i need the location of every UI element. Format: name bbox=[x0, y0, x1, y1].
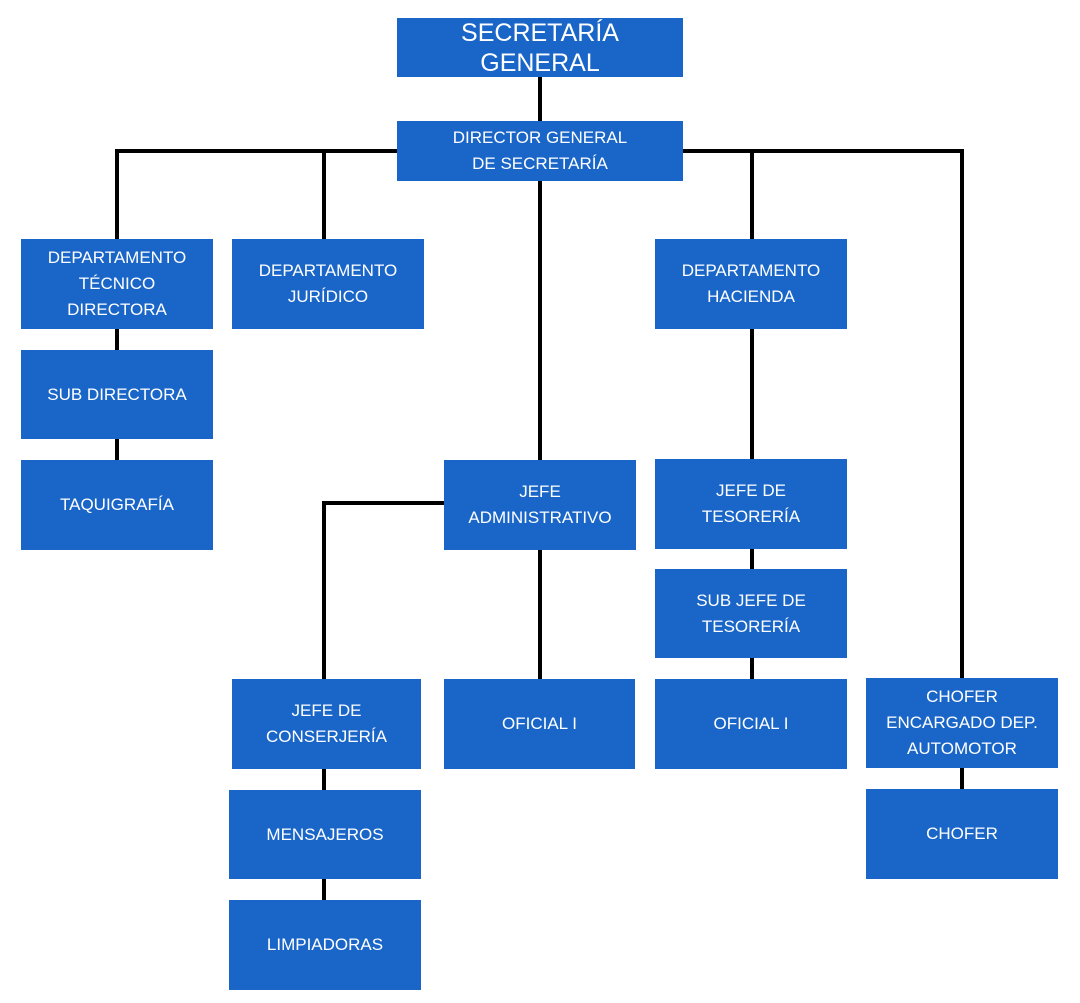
node-label: DIRECTOR GENERAL DE SECRETARÍA bbox=[452, 128, 628, 173]
node-label: CHOFER ENCARGADO DEP. AUTOMOTOR bbox=[886, 687, 1038, 758]
node-label: DEPARTAMENTO HACIENDA bbox=[681, 261, 821, 306]
node-label: JEFE DE CONSERJERÍA bbox=[266, 701, 387, 746]
node-label: JEFE ADMINISTRATIVO bbox=[468, 482, 612, 527]
node-jefe-tesoreria: JEFE DE TESORERÍA bbox=[655, 459, 847, 549]
node-limpiadoras: LIMPIADORAS bbox=[229, 900, 421, 990]
node-oficial-tesoreria: OFICIAL I bbox=[655, 679, 847, 769]
node-label: CHOFER bbox=[926, 824, 998, 843]
node-label: TAQUIGRAFÍA bbox=[60, 495, 174, 514]
node-sub-directora: SUB DIRECTORA bbox=[21, 350, 213, 439]
node-label: OFICIAL I bbox=[713, 714, 789, 733]
node-depto-hacienda: DEPARTAMENTO HACIENDA bbox=[655, 239, 847, 329]
node-taquigrafia: TAQUIGRAFÍA bbox=[21, 460, 213, 550]
node-label: LIMPIADORAS bbox=[266, 935, 384, 954]
node-label: SUB DIRECTORA bbox=[47, 384, 187, 404]
node-secretaria-general: SECRETARÍA GENERAL bbox=[397, 18, 683, 77]
node-label: DEPARTAMENTO JURÍDICO bbox=[258, 261, 398, 306]
node-label: MENSAJEROS bbox=[266, 824, 384, 844]
node-depto-juridico: DEPARTAMENTO JURÍDICO bbox=[232, 239, 424, 329]
node-chofer-encargado: CHOFER ENCARGADO DEP. AUTOMOTOR bbox=[866, 678, 1058, 768]
node-chofer: CHOFER bbox=[866, 789, 1058, 879]
node-label: JEFE DE TESORERÍA bbox=[701, 481, 801, 526]
node-sub-jefe-tesoreria: SUB JEFE DE TESORERÍA bbox=[655, 569, 847, 658]
node-jefe-administrativo: JEFE ADMINISTRATIVO bbox=[444, 460, 636, 550]
node-mensajeros: MENSAJEROS bbox=[229, 790, 421, 879]
node-label: OFICIAL I bbox=[502, 714, 577, 733]
node-jefe-conserjeria: JEFE DE CONSERJERÍA bbox=[232, 679, 421, 769]
node-director-general: DIRECTOR GENERAL DE SECRETARÍA bbox=[397, 121, 683, 181]
node-label: DEPARTAMENTO TÉCNICO DIRECTORA bbox=[47, 248, 187, 319]
node-oficial-admin: OFICIAL I bbox=[444, 679, 635, 769]
node-label: SECRETARÍA GENERAL bbox=[461, 18, 619, 77]
node-label: SUB JEFE DE TESORERÍA bbox=[696, 590, 806, 636]
node-depto-tecnico: DEPARTAMENTO TÉCNICO DIRECTORA bbox=[21, 239, 213, 329]
